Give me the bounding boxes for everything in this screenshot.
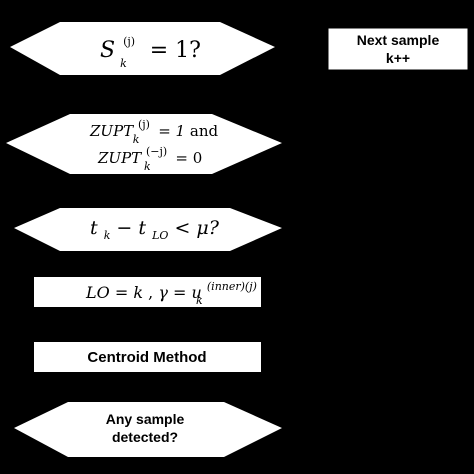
- decision-any-sample: Any sample detected?: [14, 402, 282, 457]
- decision-3-lt: <: [174, 217, 196, 239]
- centroid-method-box: Centroid Method: [34, 342, 261, 372]
- decision-2-line-2: ZUPT (−j) k = 0: [97, 141, 202, 174]
- assignment-k: k: [133, 283, 143, 302]
- centroid-method-rect: [34, 342, 261, 372]
- decision-time-threshold: t k − t LO < μ?: [14, 208, 282, 251]
- assignment-rect: [34, 277, 261, 307]
- next-sample-line-1: Next sample: [357, 32, 440, 48]
- decision-2-line-1-sub: k: [133, 133, 140, 146]
- decision-2-line-2-sup: (−j): [146, 145, 167, 158]
- decision-3-sub-k: k: [104, 229, 111, 242]
- decision-2-line-1-num: 1: [176, 122, 186, 140]
- decision-diamond-4: [14, 402, 282, 457]
- next-sample-rect: [327, 27, 469, 71]
- assignment-u: u: [191, 283, 201, 302]
- decision-3-mu: μ?: [196, 217, 219, 239]
- decision-4-line-2: detected?: [112, 429, 178, 445]
- decision-2-line-1-eq: =: [158, 122, 171, 140]
- decision-2-line-1-sup: (j): [138, 118, 150, 131]
- assignment-lhs: LO: [85, 283, 110, 302]
- decision-3-t1: t: [90, 217, 98, 239]
- decision-1-formula: S (j) k = 1?: [100, 26, 201, 73]
- decision-2-line-1: ZUPT (j) k = 1 and: [89, 114, 218, 147]
- next-sample-box: Next sample k++: [327, 27, 469, 71]
- decision-2-line-1-var: ZUPT: [89, 122, 134, 140]
- next-sample-line-2: k++: [386, 50, 410, 66]
- decision-3-sub-lo: LO: [151, 229, 168, 242]
- assignment-sup: (inner)(j): [207, 280, 257, 293]
- decision-s-equals-one: S (j) k = 1?: [10, 22, 275, 75]
- decision-1-rest: = 1?: [150, 38, 201, 63]
- decision-3-minus: −: [116, 217, 138, 239]
- decision-diamond-3: [14, 208, 282, 251]
- decision-2-line-2-var: ZUPT: [97, 149, 142, 167]
- assignment-gamma: γ: [158, 283, 168, 302]
- decision-2-line-2-sub: k: [144, 160, 151, 173]
- assignment-eq-2: =: [173, 283, 186, 302]
- decision-zupt: ZUPT (j) k = 1 and ZUPT (−j) k = 0: [6, 114, 282, 174]
- assignment-comma: ,: [148, 283, 153, 302]
- decision-4-line-1: Any sample: [106, 411, 185, 427]
- assignment-sub: k: [196, 294, 203, 307]
- decision-2-line-1-and: and: [190, 122, 219, 140]
- decision-1-sub: k: [120, 57, 127, 70]
- decision-1-sup: (j): [123, 35, 135, 48]
- decision-3-t2: t: [138, 217, 146, 239]
- decision-2-line-2-rest: = 0: [175, 149, 202, 167]
- decision-diamond-2: [6, 114, 282, 174]
- assignment-box: LO = k , γ = u (inner)(j) k: [34, 275, 262, 307]
- decision-3-formula: t k − t LO < μ?: [90, 217, 220, 244]
- centroid-method-label: Centroid Method: [87, 349, 206, 366]
- assignment-formula: LO = k , γ = u (inner)(j) k: [85, 275, 262, 307]
- decision-1-var: S: [100, 38, 115, 63]
- decision-diamond-1: [10, 22, 275, 75]
- assignment-eq: =: [115, 283, 134, 302]
